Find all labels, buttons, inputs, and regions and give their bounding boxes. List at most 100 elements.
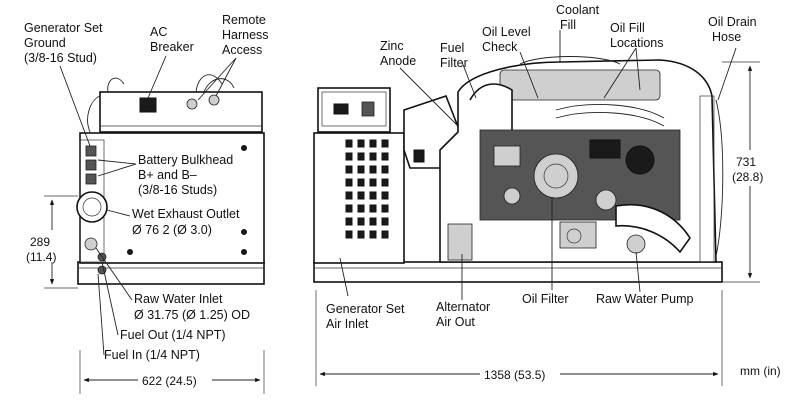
svg-text:Harness: Harness bbox=[222, 28, 269, 42]
ac-breaker-shape bbox=[139, 97, 157, 113]
svg-text:Wet Exhaust Outlet: Wet Exhaust Outlet bbox=[132, 207, 240, 221]
svg-text:(3/8-16 Studs): (3/8-16 Studs) bbox=[138, 183, 217, 197]
svg-text:Filter: Filter bbox=[440, 56, 468, 70]
svg-text:mm (in): mm (in) bbox=[740, 364, 781, 378]
svg-text:Oil Drain: Oil Drain bbox=[708, 15, 757, 29]
ground-stud bbox=[85, 145, 97, 157]
svg-text:Hose: Hose bbox=[712, 30, 741, 44]
svg-text:Remote: Remote bbox=[222, 13, 266, 27]
label-oil-level-check-1: Oil Level bbox=[482, 25, 531, 39]
label-ac-breaker-2: Breaker bbox=[150, 40, 194, 54]
svg-text:Air Out: Air Out bbox=[436, 315, 475, 329]
dim-height-front-mm: 731 bbox=[736, 155, 756, 169]
label-zinc-anode-1: Zinc bbox=[380, 39, 404, 53]
alternator-outlet bbox=[447, 223, 473, 261]
svg-text:Oil Level: Oil Level bbox=[482, 25, 531, 39]
raw-water-inlet-fitting bbox=[84, 237, 98, 251]
label-remote-harness-2: Harness bbox=[222, 28, 269, 42]
svg-text:Battery Bulkhead: Battery Bulkhead bbox=[138, 153, 233, 167]
battery-stud-negative bbox=[85, 173, 97, 185]
label-wet-exhaust-2: Ø 76 2 (Ø 3.0) bbox=[132, 223, 212, 237]
label-raw-water-pump: Raw Water Pump bbox=[596, 292, 694, 306]
air-inlet-louvers bbox=[345, 139, 389, 239]
svg-text:Oil Filter: Oil Filter bbox=[522, 292, 569, 306]
svg-text:Fill: Fill bbox=[560, 18, 576, 32]
dimension-lines bbox=[44, 61, 760, 394]
label-oil-fill-locations-1: Oil Fill bbox=[610, 21, 645, 35]
svg-text:Oil Fill: Oil Fill bbox=[610, 21, 645, 35]
label-battery-bulkhead-1: Battery Bulkhead bbox=[138, 153, 233, 167]
labels: Generator Set Ground (3/8-16 Stud) AC Br… bbox=[24, 3, 757, 362]
leader-lines bbox=[59, 30, 737, 356]
label-oil-fill-locations-2: Locations bbox=[610, 36, 664, 50]
side-view bbox=[76, 74, 265, 285]
svg-text:Locations: Locations bbox=[610, 36, 664, 50]
label-battery-bulkhead-2: B+ and B– bbox=[138, 168, 197, 182]
svg-text:AC: AC bbox=[150, 25, 167, 39]
label-fuel-in: Fuel In (1/4 NPT) bbox=[104, 348, 200, 362]
svg-text:Anode: Anode bbox=[380, 54, 416, 68]
svg-text:(3/8-16 Stud): (3/8-16 Stud) bbox=[24, 51, 97, 65]
svg-text:Breaker: Breaker bbox=[150, 40, 194, 54]
label-coolant-fill-1: Coolant bbox=[556, 3, 600, 17]
alternator-housing bbox=[559, 221, 597, 249]
label-generator-set-ground-3: (3/8-16 Stud) bbox=[24, 51, 97, 65]
intake-pipe bbox=[469, 83, 513, 132]
svg-text:Air Inlet: Air Inlet bbox=[326, 317, 369, 331]
wet-exhaust-outlet-shape bbox=[76, 191, 108, 223]
oil-filter-shape bbox=[533, 153, 579, 199]
svg-text:289: 289 bbox=[30, 235, 50, 249]
battery-stud-positive bbox=[85, 159, 97, 171]
label-remote-harness-3: Access bbox=[222, 43, 262, 57]
svg-text:Generator Set: Generator Set bbox=[326, 302, 405, 316]
svg-text:Coolant: Coolant bbox=[556, 3, 600, 17]
label-oil-drain-hose-2: Hose bbox=[712, 30, 741, 44]
svg-text:1358 (53.5): 1358 (53.5) bbox=[484, 368, 545, 382]
label-oil-level-check-2: Check bbox=[482, 40, 518, 54]
front-base-plate bbox=[313, 261, 723, 283]
svg-text:Access: Access bbox=[222, 43, 262, 57]
svg-text:Ground: Ground bbox=[24, 36, 66, 50]
label-oil-drain-hose-1: Oil Drain bbox=[708, 15, 757, 29]
oil-drain-hose-shape bbox=[715, 99, 724, 257]
label-alternator-air-out-1: Alternator bbox=[436, 300, 490, 314]
engine-details bbox=[493, 139, 655, 211]
label-alternator-air-out-2: Air Out bbox=[436, 315, 475, 329]
label-air-inlet-1: Generator Set bbox=[326, 302, 405, 316]
side-control-box bbox=[99, 91, 263, 133]
svg-text:622 (24.5): 622 (24.5) bbox=[142, 374, 197, 388]
label-raw-water-inlet-1: Raw Water Inlet bbox=[134, 292, 223, 306]
svg-text:(11.4): (11.4) bbox=[26, 250, 56, 264]
label-air-inlet-2: Air Inlet bbox=[326, 317, 369, 331]
svg-text:B+ and B–: B+ and B– bbox=[138, 168, 197, 182]
label-zinc-anode-2: Anode bbox=[380, 54, 416, 68]
dim-units: mm (in) bbox=[740, 364, 781, 378]
svg-text:Raw Water Inlet: Raw Water Inlet bbox=[134, 292, 223, 306]
svg-text:Ø 31.75 (Ø 1.25) OD: Ø 31.75 (Ø 1.25) OD bbox=[134, 308, 250, 322]
front-control-panel bbox=[317, 87, 391, 133]
raw-water-pump-pipe bbox=[615, 204, 691, 254]
label-coolant-fill-2: Fill bbox=[560, 18, 576, 32]
label-oil-filter: Oil Filter bbox=[522, 292, 569, 306]
label-wet-exhaust-1: Wet Exhaust Outlet bbox=[132, 207, 240, 221]
label-raw-water-inlet-2: Ø 31.75 (Ø 1.25) OD bbox=[134, 308, 250, 322]
dim-height-side-in: (11.4) bbox=[26, 250, 56, 264]
dimension-labels: 289 (11.4) 731 (28.8) 622 (24.5) 1358 (5… bbox=[26, 155, 781, 388]
valve-cover bbox=[499, 69, 661, 101]
label-generator-set-ground-2: Ground bbox=[24, 36, 66, 50]
label-remote-harness-1: Remote bbox=[222, 13, 266, 27]
raw-water-pump-shape bbox=[626, 234, 646, 254]
dim-height-front-in: (28.8) bbox=[732, 170, 763, 184]
label-battery-bulkhead-3: (3/8-16 Studs) bbox=[138, 183, 217, 197]
svg-text:(28.8): (28.8) bbox=[732, 170, 763, 184]
svg-text:Ø 76 2 (Ø 3.0): Ø 76 2 (Ø 3.0) bbox=[132, 223, 212, 237]
svg-text:731: 731 bbox=[736, 155, 756, 169]
svg-text:Zinc: Zinc bbox=[380, 39, 404, 53]
front-view bbox=[313, 56, 724, 283]
label-generator-set-ground-1: Generator Set bbox=[24, 21, 103, 35]
dim-height-side-mm: 289 bbox=[30, 235, 50, 249]
label-ac-breaker-1: AC bbox=[150, 25, 167, 39]
label-fuel-filter-1: Fuel bbox=[440, 41, 464, 55]
svg-text:Fuel Out (1/4 NPT): Fuel Out (1/4 NPT) bbox=[120, 328, 226, 342]
